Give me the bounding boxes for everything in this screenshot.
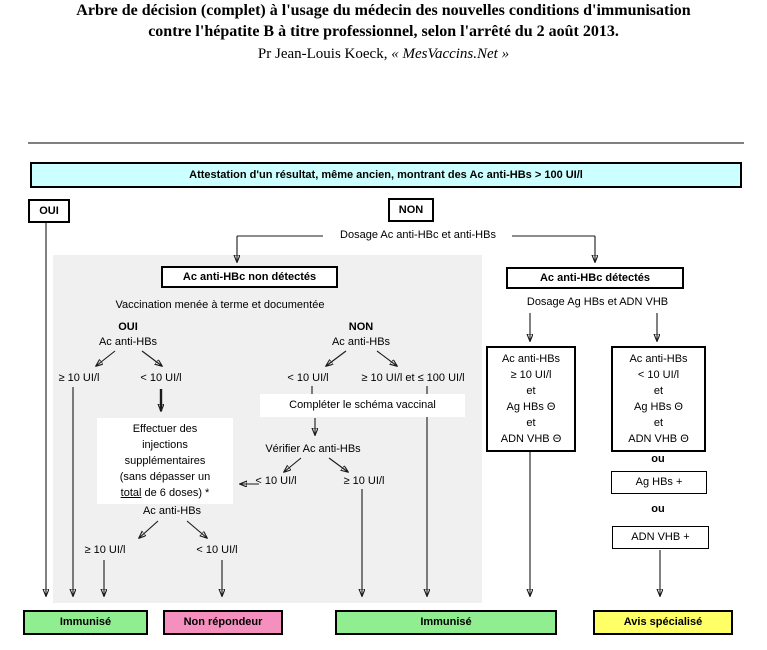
ac-anti-hbs-label-3: Ac anti-HBs — [142, 505, 202, 517]
lt10-label-4: < 10 UI/l — [196, 544, 238, 556]
vaccination-oui-label: OUI — [118, 321, 138, 333]
dosage-ag-hbs-label: Dosage Ag HBs et ADN VHB — [526, 296, 669, 308]
ac-anti-hbs-label-2: Ac anti-HBs — [331, 336, 391, 348]
ge10-label-2: ≥ 10 UI/l — [84, 544, 126, 556]
effectuer-line3: supplémentaires — [124, 455, 206, 467]
title-line2: contre l'hépatite B à titre professionne… — [148, 23, 619, 40]
effectuer-line4: (sans dépasser un — [119, 471, 211, 483]
effectuer-line1: Effectuer des — [132, 423, 198, 435]
answer-non-box: NON — [388, 198, 434, 222]
result-non-repondeur: Non répondeur — [163, 610, 283, 635]
dosage-hbc-label: Dosage Ac anti-HBc et anti-HBs — [340, 229, 496, 241]
author-name: Pr Jean-Louis Koeck, — [257, 46, 392, 62]
box-b-line6: ADN VHB Θ — [628, 433, 689, 445]
effectuer-line5: total de 6 doses) * — [97, 485, 233, 501]
effectuer-line2: injections — [142, 439, 188, 451]
box-b-line2: < 10 UI/l — [637, 369, 680, 381]
vaccination-non-label: NON — [348, 321, 374, 333]
box-b-line1: Ac anti-HBs — [629, 353, 688, 365]
root-question-banner: Attestation d'un résultat, même ancien, … — [30, 162, 742, 188]
answer-oui-box: OUI — [28, 199, 70, 223]
ou-label-2: ou — [651, 503, 665, 515]
lt10-label-1: < 10 UI/l — [140, 372, 182, 384]
box-a-line2: ≥ 10 UI/l — [510, 369, 552, 381]
ou-label-1: ou — [651, 453, 665, 465]
ag-hbs-plus-box: Ag HBs + — [611, 471, 707, 494]
result-immunise-2: Immunisé — [335, 610, 557, 635]
box-a-line1: Ac anti-HBs — [501, 353, 561, 365]
effectuer-injections-box: Effectuer des injections supplémentaires… — [97, 418, 233, 504]
title-author: Pr Jean-Louis Koeck, « MesVaccins.Net » — [0, 44, 767, 65]
ge10-le100-label: ≥ 10 UI/l et ≤ 100 UI/l — [361, 372, 465, 384]
result-avis-specialise: Avis spécialisé — [593, 610, 733, 635]
adn-vhb-plus-box: ADN VHB + — [612, 526, 709, 549]
lt10-label-2: < 10 UI/l — [287, 372, 329, 384]
verifier-label: Vérifier Ac anti-HBs — [265, 443, 361, 455]
box-b-line5: et — [653, 417, 664, 429]
ac-anti-hbs-label-1: Ac anti-HBs — [98, 336, 158, 348]
effectuer-line5-rest: de 6 doses) * — [141, 487, 210, 499]
completer-schema-box: Compléter le schéma vaccinal — [260, 394, 465, 417]
ge10-label-3: ≥ 10 UI/l — [343, 475, 385, 487]
page-title: Arbre de décision (complet) à l'usage du… — [0, 0, 767, 65]
result-immunise-1: Immunisé — [23, 610, 148, 635]
box-a-line3: et — [526, 385, 536, 397]
hbc-detectes-box: Ac anti-HBc détectés — [506, 267, 684, 289]
result-criteria-box-specialist: Ac anti-HBs < 10 UI/l et Ag HBs Θ et ADN… — [611, 346, 706, 452]
box-a-line5: et — [526, 417, 536, 429]
ge10-label-1: ≥ 10 UI/l — [58, 372, 100, 384]
effectuer-total-underlined: total — [120, 487, 142, 499]
vaccination-question: Vaccination menée à terme et documentée — [115, 299, 325, 311]
title-divider — [28, 142, 744, 144]
box-b-line4: Ag HBs Θ — [634, 401, 683, 413]
result-criteria-box-immune: Ac anti-HBs ≥ 10 UI/l et Ag HBs Θ et ADN… — [486, 346, 576, 452]
title-line1: Arbre de décision (complet) à l'usage du… — [76, 2, 691, 19]
lt10-label-3: < 10 UI/l — [255, 475, 297, 487]
box-b-line3: et — [653, 385, 664, 397]
box-a-line6: ADN VHB Θ — [500, 433, 562, 445]
site-name: « MesVaccins.Net » — [391, 46, 510, 62]
box-a-line4: Ag HBs Θ — [506, 401, 556, 413]
hbc-non-detectes-box: Ac anti-HBc non détectés — [161, 266, 338, 288]
